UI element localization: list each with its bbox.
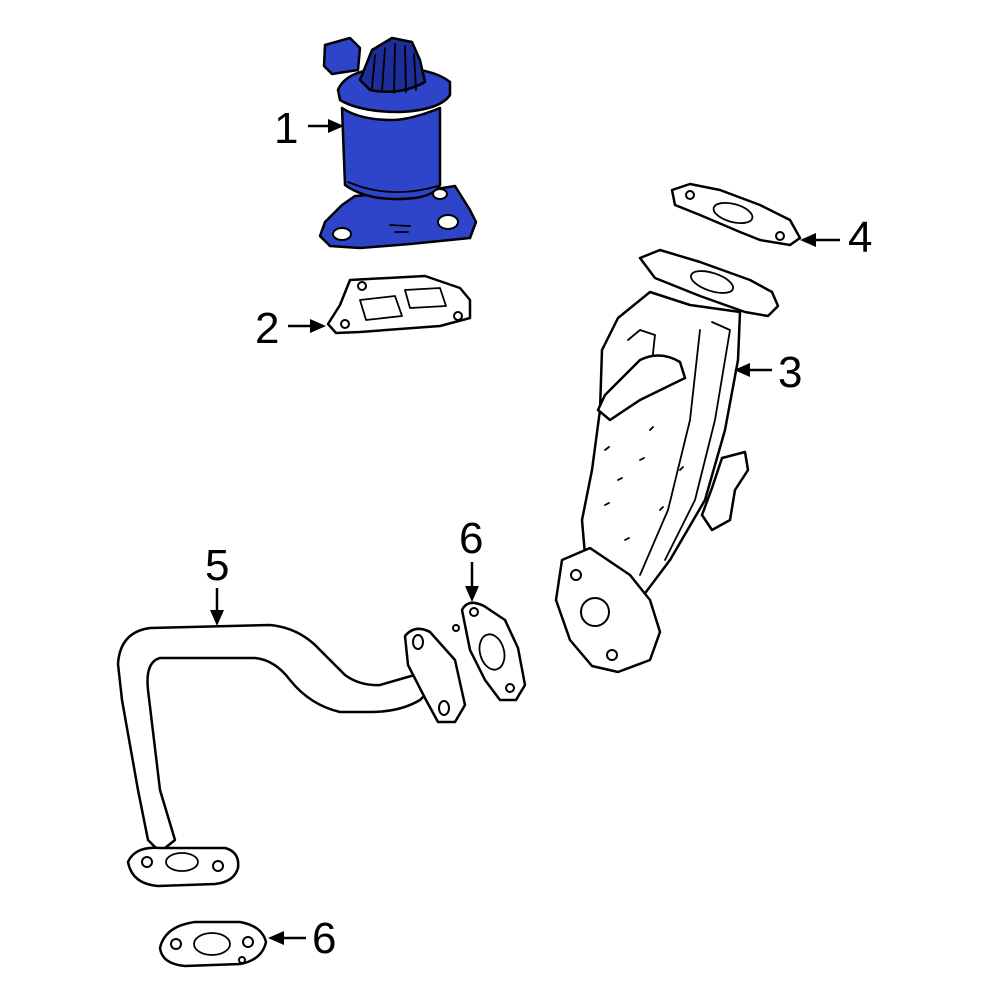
egr-pipe-gasket-upper[interactable] (452, 601, 527, 702)
callout-4: 4 (800, 213, 872, 262)
egr-pipe-gasket-lower[interactable] (158, 920, 268, 968)
callout-2: 2 (255, 304, 326, 353)
callout-6-upper: 6 (459, 514, 483, 602)
egr-valve[interactable] (318, 36, 478, 250)
callout-1: 1 (274, 104, 344, 153)
egr-valve-gasket[interactable] (326, 274, 472, 335)
callout-label-3: 3 (778, 348, 802, 397)
callout-label-2: 2 (255, 304, 279, 353)
egr-cooler-gasket[interactable] (670, 182, 802, 247)
callout-label-6-upper: 6 (459, 514, 483, 563)
callout-label-1: 1 (274, 104, 298, 153)
callout-3: 3 (734, 348, 802, 397)
callout-6-lower: 6 (268, 914, 336, 963)
callout-5: 5 (205, 541, 229, 626)
callout-label-4: 4 (848, 213, 872, 262)
egr-pipe[interactable] (116, 623, 467, 888)
egr-cooler[interactable] (554, 248, 780, 674)
callout-label-6-lower: 6 (312, 914, 336, 963)
callout-label-5: 5 (205, 541, 229, 590)
